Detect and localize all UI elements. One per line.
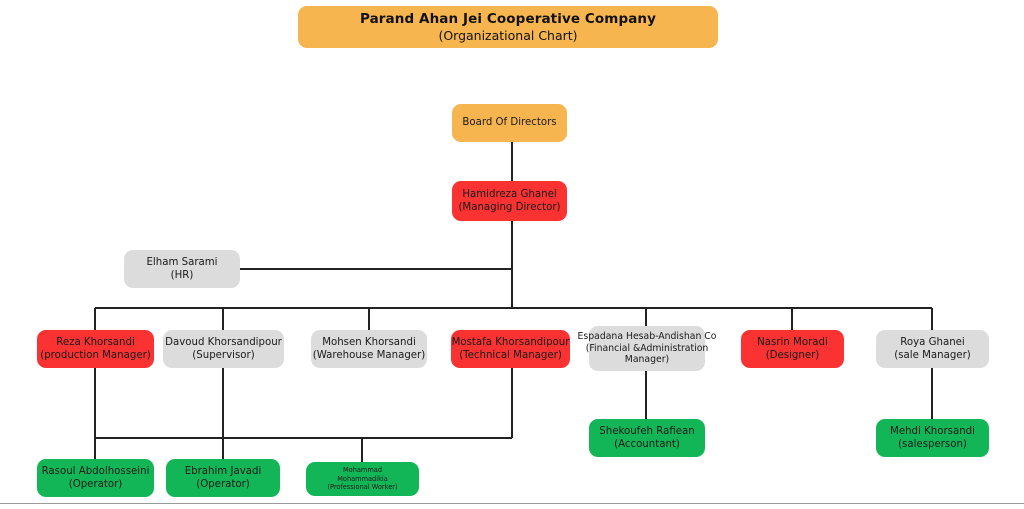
node-operator-ebrahim[interactable]: Ebrahim Javadi (Operator)	[166, 459, 280, 497]
node-designer-line-2: (Designer)	[765, 350, 820, 361]
node-technical-manager-line-1: Mostafa Khorsandipour	[451, 336, 570, 348]
node-sale-manager[interactable]: Roya Ghanei (sale Manager)	[876, 330, 989, 368]
node-operator-rasoul-line-1: Rasoul Abdolhosseini	[41, 465, 150, 477]
node-supervisor[interactable]: Davoud Khorsandipour (Supervisor)	[163, 330, 284, 368]
node-sale-manager-line-1: Roya Ghanei	[900, 336, 965, 348]
node-managing-director-line-2: (Managing Director)	[458, 202, 561, 213]
node-designer[interactable]: Nasrin Moradi (Designer)	[741, 330, 844, 368]
node-accountant-line-1: Shekoufeh Rafiean	[599, 425, 695, 437]
node-sale-manager-line-2: (sale Manager)	[894, 350, 971, 361]
node-salesperson-line-1: Mehdi Khorsandi	[890, 425, 975, 437]
node-salesperson-line-2: (salesperson)	[898, 439, 967, 450]
node-managing-director[interactable]: Hamidreza Ghanei (Managing Director)	[452, 181, 567, 221]
node-managing-director-line-1: Hamidreza Ghanei	[462, 188, 557, 200]
node-warehouse-manager[interactable]: Mohsen Khorsandi (Warehouse Manager)	[311, 330, 427, 368]
node-financial-administration-manager-line-3: Manager)	[624, 354, 670, 366]
node-hr[interactable]: Elham Sarami (HR)	[124, 250, 240, 288]
node-supervisor-line-1: Davoud Khorsandipour	[165, 336, 282, 348]
node-warehouse-manager-line-1: Mohsen Khorsandi	[322, 336, 416, 348]
node-operator-ebrahim-line-1: Ebrahim Javadi	[184, 465, 262, 477]
node-warehouse-manager-line-2: (Warehouse Manager)	[312, 350, 426, 361]
chart-subtitle: (Organizational Chart)	[438, 28, 578, 43]
node-financial-administration-manager[interactable]: Espadana Hesab-Andishan Co(Financial &Ad…	[578, 326, 716, 371]
node-production-manager-line-1: Reza Khorsandi	[56, 336, 135, 348]
node-accountant[interactable]: Shekoufeh Rafiean (Accountant)	[589, 419, 705, 457]
node-technical-manager[interactable]: Mostafa Khorsandipour (Technical Manager)	[451, 330, 570, 368]
node-operator-rasoul[interactable]: Rasoul Abdolhosseini (Operator)	[37, 459, 154, 497]
chart-title-banner: Parand Ahan Jei Cooperative Company (Org…	[298, 6, 718, 48]
node-hr-line-1: Elham Sarami	[146, 256, 218, 268]
node-board-of-directors-line-1: Board Of Directors	[462, 117, 557, 129]
node-board-of-directors[interactable]: Board Of Directors	[452, 104, 567, 142]
node-technical-manager-line-2: (Technical Manager)	[459, 350, 562, 361]
node-supervisor-line-2: (Supervisor)	[192, 350, 255, 361]
node-professional-worker-line-1: Mohammad	[342, 466, 382, 475]
node-financial-administration-manager-line-1: Espadana Hesab-Andishan Co	[577, 330, 717, 342]
node-salesperson[interactable]: Mehdi Khorsandi (salesperson)	[876, 419, 989, 457]
node-production-manager-line-2: (production Manager)	[40, 350, 151, 361]
footer-divider	[0, 503, 1024, 504]
node-professional-worker-line-3: (Professional Worker)	[327, 483, 398, 492]
node-professional-worker-line-2: Mohammadikia	[337, 474, 388, 483]
node-accountant-line-2: (Accountant)	[614, 439, 680, 450]
node-financial-administration-manager-line-2: (Financial &Administration	[585, 342, 709, 354]
chart-title: Parand Ahan Jei Cooperative Company	[359, 11, 657, 27]
node-operator-ebrahim-line-2: (Operator)	[196, 479, 250, 490]
node-designer-line-1: Nasrin Moradi	[757, 336, 828, 348]
node-hr-line-2: (HR)	[170, 270, 194, 281]
node-production-manager[interactable]: Reza Khorsandi (production Manager)	[37, 330, 154, 368]
node-operator-rasoul-line-2: (Operator)	[68, 479, 123, 490]
